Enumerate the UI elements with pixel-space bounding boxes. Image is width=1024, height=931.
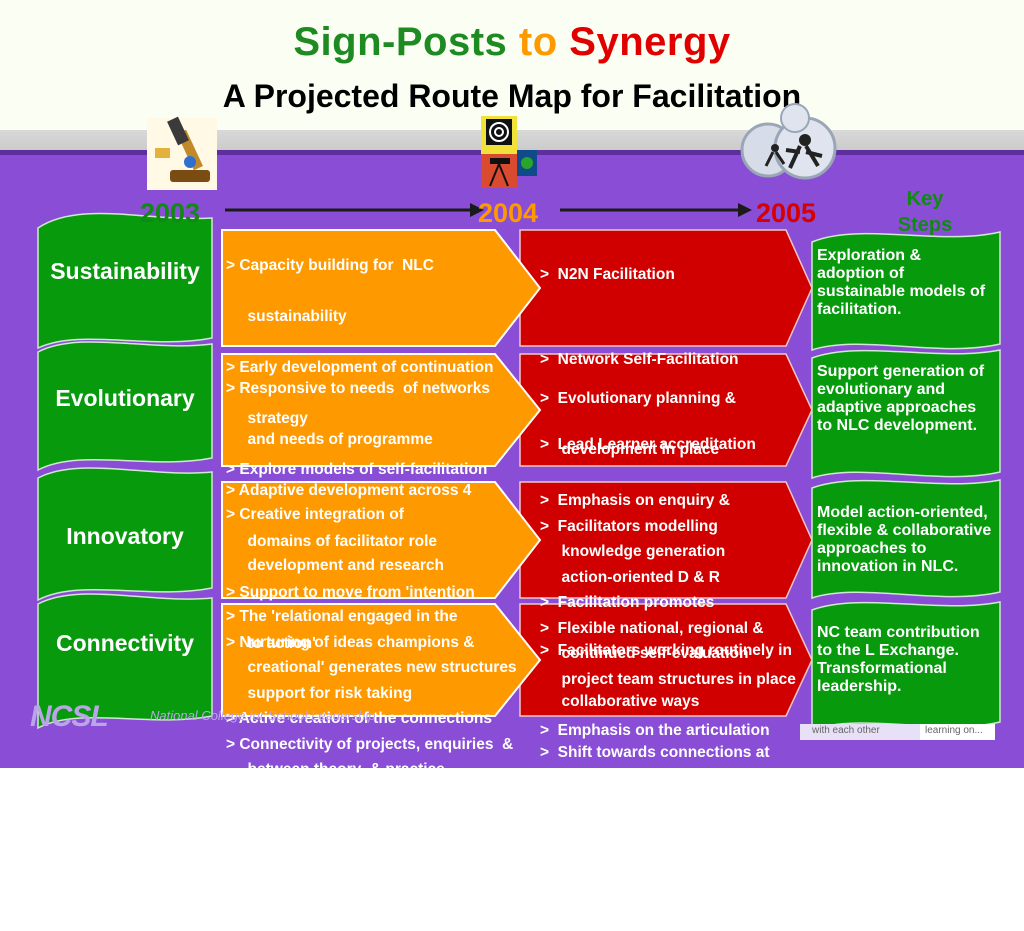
footer-tagline: National College for School Leadership <box>150 708 376 723</box>
keystep-banner-4 <box>811 601 1001 732</box>
red-arrow-row3 <box>519 481 813 599</box>
red-arrows <box>519 229 813 717</box>
text-line: > Facilitation promotes <box>540 594 715 611</box>
text-line: > Active creation of the connections <box>226 710 492 727</box>
text-line: > The 'relational engaged in the <box>226 608 458 625</box>
key-step-3: Model action-oriented, flexible & collab… <box>817 504 992 575</box>
row-label-sustainability: Sustainability <box>50 258 200 284</box>
ncsl-logo: NCSL <box>30 700 109 733</box>
year-2003: 2003 <box>140 198 201 228</box>
col2005-row2: > Evolutionary planning & development in… <box>540 356 810 679</box>
text-line: project team structures in place <box>540 671 796 688</box>
text-line: > Creative integration of <box>226 506 404 523</box>
text-line: > Early development of continuation <box>226 359 494 376</box>
key-step-4: NC team contribution to the L Exchange. … <box>817 624 980 695</box>
text-line: development in place <box>540 441 720 458</box>
orange-arrow-row1 <box>221 229 542 347</box>
text-line: development aligned <box>540 897 716 914</box>
page-title: Sign-Posts to Synergy <box>0 20 1024 65</box>
title-part-to: to <box>518 20 558 64</box>
text-line: continued self-evaluation <box>540 645 749 662</box>
text-line: > Emphasis on the articulation <box>540 722 770 739</box>
text-line: > Adaptive development across 4 <box>226 482 472 499</box>
orange-arrows <box>221 229 542 717</box>
text-line: > Support to move from 'intention <box>226 584 475 601</box>
title-part-synergy: Synergy <box>569 20 731 64</box>
microscope-icon <box>147 116 217 190</box>
timeline-arrows <box>225 203 752 217</box>
col2004-row3: > Creative integration of development an… <box>226 472 526 795</box>
text-line: domains of facilitator role <box>226 533 438 550</box>
gears-people-icon <box>740 103 837 180</box>
title-part-signposts: Sign-Posts <box>293 20 508 64</box>
left-banners <box>37 212 213 730</box>
footer-strip <box>800 724 995 740</box>
text-line: > Connectivity of projects, enquiries & <box>226 736 514 753</box>
telescope-picture-icon <box>481 116 537 188</box>
text-line: > Nurturing of ideas champions & <box>226 634 475 651</box>
row-label-innovatory: Innovatory <box>66 523 184 549</box>
row-label-connectivity: Connectivity <box>55 630 195 656</box>
banner-connectivity <box>37 593 213 730</box>
text-line: to action' <box>226 635 316 652</box>
text-line: strategy <box>226 410 308 427</box>
red-arrow-row2 <box>519 353 813 467</box>
text-line: > Network Self-Facilitation <box>540 351 739 368</box>
text-line: creational' generates new structures <box>226 659 517 676</box>
key-step-2: Support generation of evolutionary and a… <box>817 363 985 434</box>
row-label-evolutionary: Evolutionary <box>55 385 195 411</box>
text-line: action-oriented D & R <box>540 569 720 586</box>
col2005-row1: > N2N Facilitation > Network Self-Facili… <box>540 232 810 470</box>
text-line: > Capacity building for NLC <box>226 257 434 274</box>
text-line: > Connective linkage of individual & <box>226 838 492 855</box>
orange-arrow-row3 <box>221 481 542 599</box>
right-banners <box>811 231 1001 732</box>
col2004-row2: > Responsive to needs of networks and ne… <box>226 346 526 669</box>
text-line: > Emphasis on enquiry & <box>540 492 730 509</box>
red-arrow-row4 <box>519 603 813 717</box>
footer-strip-right-text: learning on... <box>925 725 983 736</box>
text-line: national & international level <box>540 795 773 812</box>
text-line: > Facilitators modelling <box>540 518 718 535</box>
year-2004: 2004 <box>478 198 539 228</box>
col2004-row1: > Capacity building for NLC sustainabili… <box>226 223 526 495</box>
year-2005: 2005 <box>756 198 817 228</box>
text-line: > Evolutionary planning & <box>540 390 736 407</box>
text-line: > Lead Learner accreditation <box>540 436 756 453</box>
text-line: > Flexible national, regional & <box>540 620 764 637</box>
graphics-layer <box>37 103 1001 740</box>
text-line: development and research <box>226 557 444 574</box>
keystep-banner-2 <box>811 349 1001 480</box>
text-line: > N2N Facilitation <box>540 266 675 283</box>
banner-innovatory <box>37 467 213 602</box>
orange-arrow-row4 <box>221 603 542 717</box>
text-line: knowledge generation <box>540 543 726 560</box>
col2005-row4: > Facilitators working routinely in coll… <box>540 608 810 931</box>
key-step-1: Exploration & adoption of sustainable mo… <box>817 247 986 318</box>
red-arrow-row1 <box>519 229 813 347</box>
key-steps-label: Key Steps <box>897 188 953 236</box>
text-line: > Explore models of self-facilitation <box>226 461 488 478</box>
text-line: > Facilitators working routinely in <box>540 642 792 659</box>
text-line: > Responsive to needs of networks <box>226 380 490 397</box>
text-line: > Facilitator & programme <box>540 846 737 863</box>
text-line: and needs of programme <box>226 431 433 448</box>
text-line: support for risk taking <box>226 685 413 702</box>
text-line: sustainability <box>226 308 347 325</box>
text-line: collaborative ways <box>540 693 700 710</box>
banner-evolutionary <box>37 341 213 472</box>
keystep-banner-1 <box>811 231 1001 352</box>
orange-arrow-row2 <box>221 353 542 467</box>
text-line: initiatives as knowledge sources <box>226 787 489 804</box>
text-line: > Shift towards connections at <box>540 744 770 761</box>
page-subtitle: A Projected Route Map for Facilitation <box>222 78 802 114</box>
banner-sustainability <box>37 212 213 350</box>
keystep-banner-3 <box>811 479 1001 600</box>
footer-strip-left-text: with each other <box>812 725 880 736</box>
text-line: organisational development needs <box>226 889 503 906</box>
col2004-row4: > Nurturing of ideas champions & support… <box>226 600 531 923</box>
